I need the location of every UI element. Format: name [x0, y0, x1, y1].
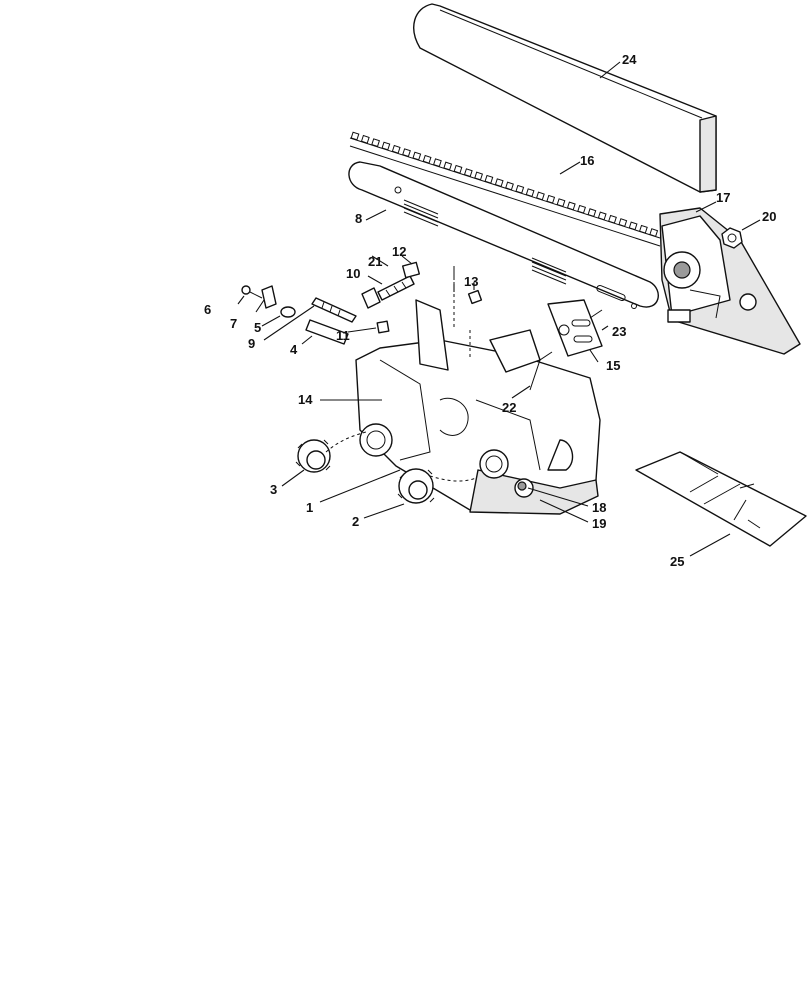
chain-link: [422, 154, 432, 164]
callout-23: 23: [612, 324, 626, 339]
chain-link: [649, 228, 659, 237]
callout-15: 15: [606, 358, 620, 373]
part-21-plate: [401, 261, 421, 279]
chain-link: [546, 194, 556, 204]
chain-link: [505, 181, 514, 191]
callout-5: 5: [254, 320, 261, 335]
callout-22: 22: [502, 400, 516, 415]
chain-link: [535, 191, 545, 201]
callout-10: 10: [346, 266, 360, 281]
part-2-knob: [397, 468, 477, 504]
part-15-tensioner-plate: [547, 299, 603, 357]
callout-1: 1: [306, 500, 313, 515]
chain-link: [618, 218, 628, 227]
chain-link: [432, 158, 442, 168]
callout-2: 2: [352, 514, 359, 529]
chain-link: [597, 211, 607, 221]
callout-3: 3: [270, 482, 277, 497]
chain-link: [443, 161, 453, 171]
chain-link: [402, 148, 411, 158]
callout-20: 20: [762, 209, 776, 224]
chain-link: [556, 198, 566, 208]
part-18-19-fittings: [517, 481, 527, 491]
main-housing: [355, 299, 601, 515]
chain-link: [566, 201, 576, 211]
part-16-saw-chain: [349, 131, 661, 247]
callout-25: 25: [670, 554, 684, 569]
part-10-bolt: [361, 275, 415, 309]
part-3-knob: [295, 431, 367, 473]
chain-link: [391, 144, 401, 154]
part-9-threaded-rod: [311, 297, 357, 323]
callout-8: 8: [355, 211, 362, 226]
callouts: 24 16 17 20 8 12 21 10 13 6 7 5 9 4 11 2…: [204, 52, 776, 569]
callout-4: 4: [290, 342, 298, 357]
callout-18: 18: [592, 500, 606, 515]
chain-link: [474, 171, 484, 181]
part-17-sprocket-cover: [659, 207, 801, 355]
part-4-sleeve: [305, 319, 349, 345]
chain-link: [587, 208, 597, 218]
part-25-tool-pouch: [635, 451, 807, 547]
callout-7: 7: [230, 316, 237, 331]
callout-12: 12: [392, 244, 406, 259]
chain-link: [577, 204, 587, 214]
part-6-screw: [241, 285, 263, 299]
chain-link: [371, 138, 381, 148]
callout-11: 11: [336, 328, 350, 343]
chain-link: [381, 141, 391, 151]
part-24-bar-cover: [413, 3, 717, 193]
callout-13: 13: [464, 274, 478, 289]
part-22-hose: [469, 330, 553, 391]
callout-17: 17: [716, 190, 730, 205]
callout-21: 21: [368, 254, 382, 269]
chain-link: [494, 178, 504, 188]
chain-link: [525, 188, 535, 198]
callout-16: 16: [580, 153, 594, 168]
part-7-bracket: [261, 285, 277, 309]
part-13-block: [467, 289, 483, 305]
part-23-screw: [589, 309, 603, 319]
part-5-spacer: [280, 306, 296, 318]
chain-link: [412, 151, 422, 161]
callout-6: 6: [204, 302, 211, 317]
callout-24: 24: [622, 52, 637, 67]
part-20-nut: [721, 227, 743, 249]
callout-19: 19: [592, 516, 606, 531]
leader-lines: [237, 61, 761, 557]
chain-link: [484, 174, 494, 184]
chain-link: [638, 224, 648, 234]
chain-link: [515, 184, 525, 194]
chain-link: [463, 168, 473, 178]
callout-9: 9: [248, 336, 255, 351]
chain-link: [350, 131, 360, 141]
callout-14: 14: [298, 392, 313, 407]
part-11-nut: [376, 320, 390, 334]
chain-link: [453, 164, 463, 174]
chain-link: [360, 134, 370, 144]
chain-link: [628, 221, 638, 231]
chain-link: [608, 214, 617, 224]
part-8-guide-bar: [348, 161, 659, 309]
